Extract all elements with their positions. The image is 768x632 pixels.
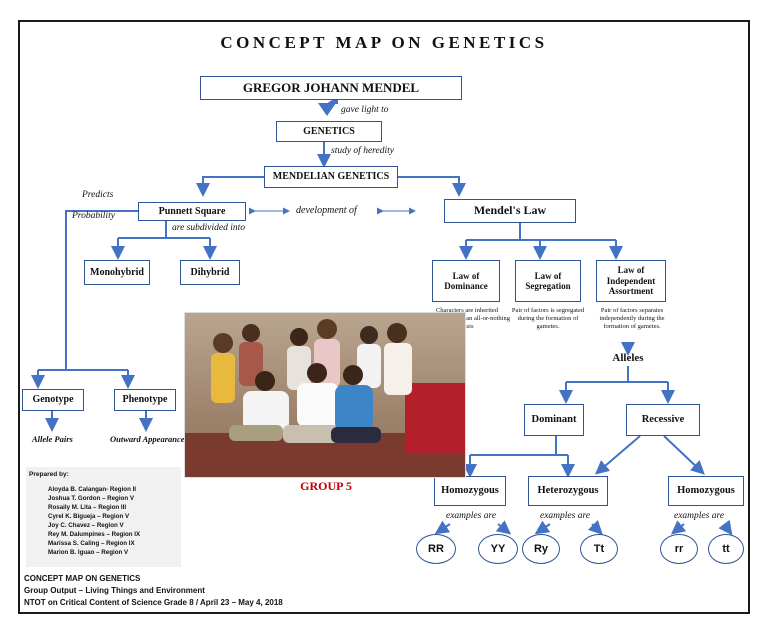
example-rr: rr [660,534,698,564]
link-subdivided: are subdivided into [172,223,245,233]
node-homozygous-recessive: Homozygous [668,476,744,506]
link-outward-appearance: Outward Appearance [110,434,185,444]
node-mendels-law: Mendel's Law [444,199,576,223]
node-monohybrid: Monohybrid [84,260,150,285]
prepared-heading: Prepared by: [29,471,69,478]
node-mendel: GREGOR JOHANN MENDEL [200,76,462,100]
prepared-by-panel: Prepared by: Aloyda B. Calangan- Region … [26,467,181,567]
prepared-name: Aloyda B. Calangan- Region II [48,486,137,493]
node-law-independent: Law of Independent Assortment [596,260,666,302]
link-examples-1: examples are [446,511,497,521]
node-homozygous-dominant: Homozygous [434,476,506,506]
prepared-name: Joy C. Chavez – Region V [48,522,124,529]
footer-line-1: CONCEPT MAP ON GENETICS [24,574,141,583]
node-law-dominance: Law of Dominance [432,260,500,302]
example-RR: RR [416,534,456,564]
prepared-name: Rosaily M. Lita – Region III [48,504,127,511]
prepared-name: Marion B. Iguao – Region V [48,549,129,556]
node-heterozygous: Heterozygous [528,476,608,506]
link-examples-2: examples are [540,511,591,521]
node-phenotype: Phenotype [114,389,176,411]
link-development-of: development of [296,205,357,216]
desc-independent: Pair of factors separates independently … [599,307,665,331]
node-punnett-square: Punnett Square [138,202,246,221]
prepared-name: Rey M. Dalumpines – Region IX [48,531,141,538]
example-YY: YY [478,534,518,564]
group-photo [184,312,466,478]
footer-line-3: NTOT on Critical Content of Science Grad… [24,598,283,607]
link-allele-pairs: Allele Pairs [32,434,73,444]
link-probability: Probability [72,211,115,221]
prepared-name: Marissa S. Caling – Region IX [48,540,135,547]
page-title: CONCEPT MAP ON GENETICS [220,33,548,52]
prepared-name: Joshua T. Gordon – Region V [48,495,134,502]
node-dihybrid: Dihybrid [180,260,240,285]
node-genetics: GENETICS [276,121,382,142]
node-law-segregation: Law of Segregation [515,260,581,302]
node-genotype: Genotype [22,389,84,411]
node-mendelian-genetics: MENDELIAN GENETICS [264,166,398,188]
node-dominant: Dominant [524,404,584,436]
node-recessive: Recessive [626,404,700,436]
node-alleles: Alleles [612,352,644,364]
example-Tt: Tt [580,534,618,564]
link-predicts: Predicts [82,190,114,200]
link-gave-light: gave light to [341,105,389,115]
example-Ry: Ry [522,534,560,564]
page-frame [18,20,750,614]
desc-dominance: Characters are inherited alternatively o… [424,307,510,331]
link-examples-3: examples are [674,511,725,521]
desc-segregation: Pair of factors is segregated during the… [511,307,585,331]
group-label: GROUP 5 [300,479,352,493]
link-study-heredity: study of heredity [331,146,394,156]
prepared-name: Cyrel K. Bigueja – Region V [48,513,130,520]
gave-light-arrow [318,103,336,116]
example-tt: tt [708,534,744,564]
footer-line-2: Group Output – Living Things and Environ… [24,586,205,595]
